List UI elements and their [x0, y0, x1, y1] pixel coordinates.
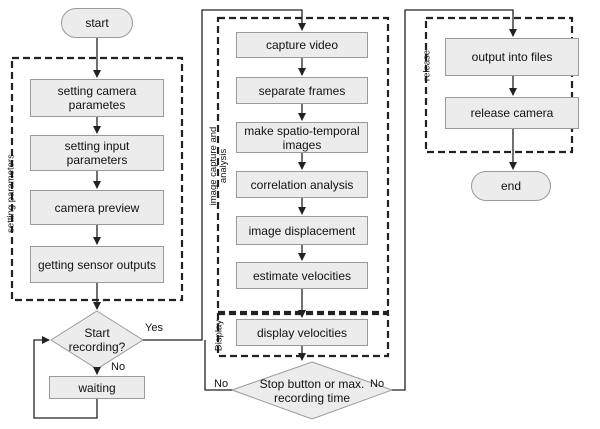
edge-label-no-left: No [214, 378, 229, 390]
edge-yes-to-capture [143, 9, 306, 341]
node-displacement: image displacement [236, 216, 368, 245]
edge-label-yes: Yes [145, 322, 163, 334]
node-setting-camera: setting camera parametes [30, 79, 164, 117]
group-label-setting: setting parameters [5, 154, 17, 233]
node-estimate-velocities: estimate velocities [236, 262, 368, 289]
node-display-velocities: display velocities [236, 319, 368, 346]
group-label-capture: image capture and analysis [208, 126, 229, 206]
edge-waiting-loop [33, 336, 98, 419]
node-sensor-outputs: getting sensor outputs [30, 246, 164, 283]
node-setting-input: setting input parameters [30, 135, 164, 171]
node-separate-frames: separate frames [236, 77, 368, 104]
group-label-release: release [421, 49, 433, 82]
group-label-display: Display [213, 319, 225, 352]
decision-stop-shape [230, 361, 394, 420]
node-capture-video: capture video [236, 32, 368, 58]
edge-label-no-waiting: No [111, 361, 126, 373]
edge-stop-no-left [204, 340, 232, 391]
group-release-frame [424, 16, 574, 154]
node-camera-preview: camera preview [30, 190, 164, 225]
edge-label-no-right: No [370, 378, 385, 390]
node-start: start [61, 8, 133, 38]
group-capture-frame [216, 16, 390, 314]
node-correlation: correlation analysis [236, 171, 368, 198]
node-spatio-temporal: make spatio-temporal images [236, 122, 368, 153]
node-end: end [471, 171, 551, 201]
node-start-recording: Start recording? [68, 326, 126, 354]
node-stop-decision: Stop button or max. recording time [259, 377, 365, 405]
node-output-files: output into files [445, 38, 579, 76]
node-release-camera: release camera [445, 97, 579, 129]
node-waiting: waiting [49, 376, 145, 399]
edge-stop-no-right [392, 9, 517, 391]
